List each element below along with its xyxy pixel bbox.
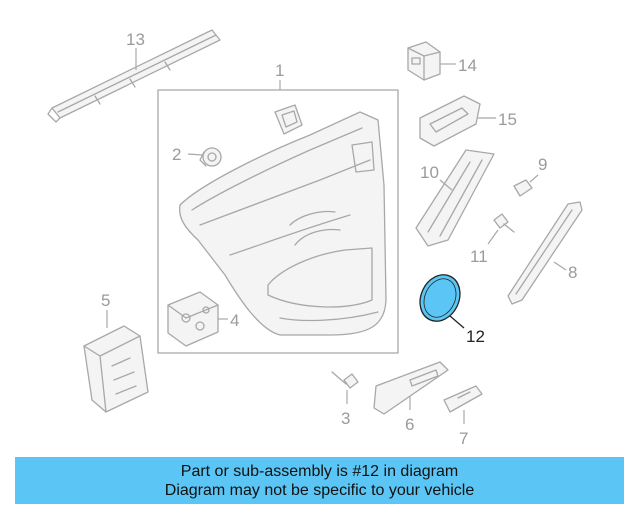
part-11-screw [493, 213, 515, 233]
part-12-round-cover[interactable] [413, 268, 468, 328]
callout-7: 7 [459, 429, 468, 448]
callout-10: 10 [420, 163, 439, 182]
part-5-switch-housing [83, 325, 149, 413]
part-15-handle-bezel [419, 95, 481, 147]
part-1-clip-bracket [274, 104, 303, 135]
callout-12: 12 [466, 327, 485, 346]
part-4-bracket [167, 291, 219, 347]
callout-5: 5 [101, 291, 110, 310]
part-14-switch [407, 41, 441, 81]
callout-8: 8 [568, 263, 577, 282]
callout-13: 13 [126, 30, 145, 49]
part-10-trim-piece [415, 149, 495, 247]
callout-2: 2 [172, 145, 181, 164]
part-1-frame [157, 89, 399, 354]
callout-1: 1 [275, 61, 284, 80]
info-banner: Part or sub-assembly is #12 in diagram D… [15, 457, 624, 504]
part-1-door-trim-panel [179, 111, 387, 336]
banner-line-2: Diagram may not be specific to your vehi… [164, 481, 475, 499]
part-7-plate [443, 385, 483, 413]
part-13-belt-molding [47, 29, 221, 123]
part-9-clip [513, 179, 533, 197]
callout-14: 14 [458, 56, 477, 75]
part-3-screw [331, 371, 359, 389]
callout-6: 6 [405, 415, 414, 434]
callout-4: 4 [230, 311, 239, 330]
part-8-trim-strip [507, 201, 583, 305]
callout-11: 11 [470, 247, 488, 266]
part-6-trim-strip [373, 361, 449, 415]
banner-line-1: Part or sub-assembly is #12 in diagram [180, 462, 459, 480]
callout-9: 9 [538, 155, 547, 174]
callout-15: 15 [498, 110, 517, 129]
parts-diagram: 13 1 2 4 5 [47, 29, 583, 448]
part-2-push-clip [199, 147, 222, 167]
callout-3: 3 [341, 409, 350, 428]
